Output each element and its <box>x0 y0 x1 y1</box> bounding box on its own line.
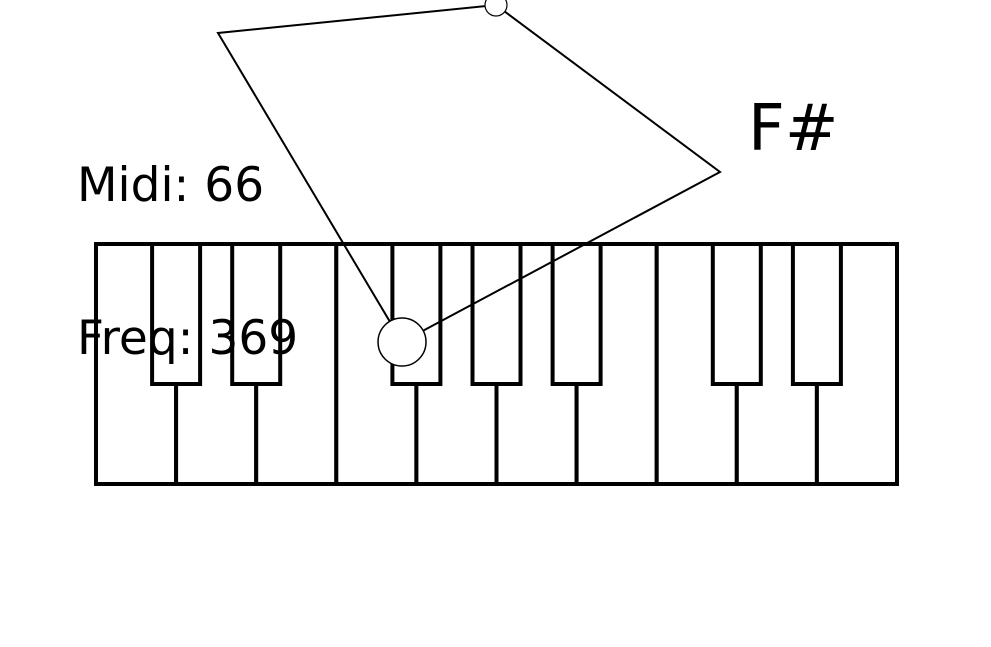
freq-label: Freq: <box>77 311 194 366</box>
black-key[interactable] <box>550 242 603 386</box>
pitch-readout: Midi: 66 Freq: 369 <box>77 58 298 466</box>
black-key[interactable] <box>790 242 843 386</box>
anchor-handle[interactable] <box>484 0 508 17</box>
midi-value: 66 <box>204 158 265 213</box>
freq-row: Freq: 369 <box>77 313 298 364</box>
black-key[interactable] <box>710 242 763 386</box>
midi-row: Midi: 66 <box>77 160 298 211</box>
black-key[interactable] <box>150 242 203 386</box>
pointer-handle[interactable] <box>377 317 427 367</box>
midi-label: Midi: <box>77 158 190 213</box>
black-key[interactable] <box>230 242 283 386</box>
black-key[interactable] <box>470 242 523 386</box>
piano-keyboard[interactable] <box>94 242 900 486</box>
freq-value: 369 <box>208 311 299 366</box>
note-name-label: F# <box>748 92 839 166</box>
